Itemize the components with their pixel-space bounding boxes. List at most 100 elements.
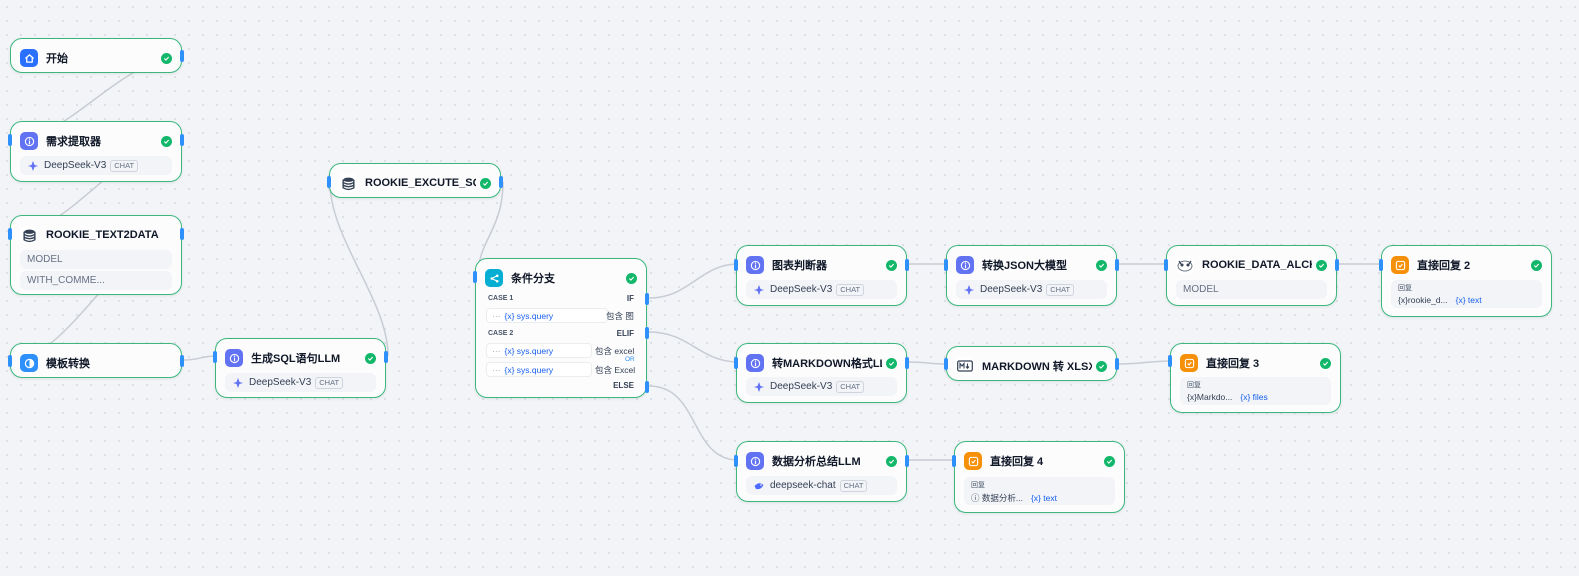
reply-var-field: {x} files — [1240, 392, 1268, 402]
input-handle[interactable] — [213, 351, 217, 363]
node-branch[interactable]: 条件分支 CASE 1 IF ···{x} sys.query 包含 图 CAS… — [473, 258, 649, 398]
case1-condition[interactable]: ···{x} sys.query — [486, 308, 608, 323]
case2-label: CASE 2 — [488, 330, 514, 337]
success-check-icon — [480, 177, 491, 189]
llm-info-icon — [225, 349, 243, 367]
case2-join-or[interactable]: OR — [625, 356, 635, 363]
output-handle[interactable] — [905, 259, 909, 271]
model-mode-badge: CHAT — [1046, 283, 1075, 296]
node-gensql[interactable]: 生成SQL语句LLM DeepSeek-V3 CHAT — [213, 338, 388, 398]
else-output-handle[interactable] — [645, 381, 649, 393]
node-title: 直接回复 4 — [990, 456, 1044, 468]
input-handle[interactable] — [8, 228, 12, 240]
node-tomd[interactable]: 转MARKDOWN格式LLM DeepSeek-V3 CHAT — [734, 343, 909, 403]
node-title: ROOKIE_EXCUTE_SQL — [365, 177, 476, 189]
node-summary[interactable]: 数据分析总结LLM deepseek-chat CHAT — [734, 441, 909, 502]
reply-var-field: {x} text — [1030, 493, 1057, 503]
llm-info-icon — [746, 452, 764, 470]
branch-icon — [485, 269, 503, 287]
model-name: DeepSeek-V3 — [249, 377, 312, 388]
node-title: 数据分析总结LLM — [772, 456, 861, 468]
model-name: DeepSeek-V3 — [44, 160, 107, 171]
input-handle[interactable] — [952, 455, 956, 467]
deepseek-model-icon — [964, 284, 974, 295]
node-template[interactable]: 模板转换 — [8, 343, 184, 378]
node-title: MARKDOWN 转 XLSX 文件 — [982, 361, 1092, 373]
success-check-icon — [1316, 259, 1327, 271]
model-selector[interactable]: deepseek-chat CHAT — [746, 476, 897, 495]
node-alchemy[interactable]: ROOKIE_DATA_ALCHEMY MODEL — [1164, 245, 1339, 306]
reply-icon — [1391, 256, 1409, 274]
output-handle[interactable] — [1335, 259, 1339, 271]
reply-var-field: {x} text — [1455, 295, 1482, 305]
model-mode-badge: CHAT — [315, 376, 344, 389]
alchemy-icon — [1176, 256, 1194, 274]
node-title: 图表判断器 — [772, 260, 827, 272]
model-selector[interactable]: DeepSeek-V3 CHAT — [225, 373, 376, 392]
output-handle[interactable] — [905, 357, 909, 369]
success-check-icon — [886, 455, 897, 467]
success-check-icon — [626, 272, 637, 284]
reply-icon — [1180, 354, 1198, 372]
input-handle[interactable] — [734, 259, 738, 271]
model-mode-badge: CHAT — [836, 380, 865, 393]
model-selector[interactable]: DeepSeek-V3 CHAT — [956, 280, 1107, 299]
input-handle[interactable] — [734, 357, 738, 369]
node-tojson[interactable]: 转换JSON大模型 DeepSeek-V3 CHAT — [944, 245, 1119, 306]
output-handle[interactable] — [1115, 259, 1119, 271]
deepseek-model-icon — [233, 377, 243, 388]
node-reply4[interactable]: 直接回复 4 回复 ⓘ 数据分析... {x} text — [952, 441, 1125, 513]
node-title: 需求提取器 — [46, 136, 101, 148]
input-handle[interactable] — [734, 455, 738, 467]
case2-condition-1[interactable]: ···{x} sys.query — [486, 343, 592, 358]
output-handle[interactable] — [180, 228, 184, 240]
model-name: DeepSeek-V3 — [770, 381, 833, 392]
node-text2data[interactable]: ROOKIE_TEXT2DATA MODEL WITH_COMME... — [8, 215, 184, 295]
llm-info-icon — [746, 354, 764, 372]
input-handle[interactable] — [8, 134, 12, 146]
param-model: MODEL — [1176, 280, 1327, 299]
input-handle[interactable] — [944, 259, 948, 271]
success-check-icon — [1096, 360, 1107, 372]
output-handle[interactable] — [180, 355, 184, 367]
case2-keyword: ELIF — [616, 329, 634, 338]
edge-gensql-execsql — [329, 181, 389, 357]
output-handle[interactable] — [499, 176, 503, 188]
node-reply3[interactable]: 直接回复 3 回复 {x}Markdo... {x} files — [1168, 343, 1341, 413]
model-selector[interactable]: DeepSeek-V3 CHAT — [746, 280, 897, 299]
input-handle[interactable] — [473, 271, 477, 283]
case2-operator-2: 包含 Excel — [595, 365, 636, 375]
case1-operator: 包含 图 — [606, 311, 634, 321]
output-handle[interactable] — [384, 351, 388, 363]
input-handle[interactable] — [1164, 259, 1168, 271]
reply-var-source: {x}Markdo... — [1187, 392, 1233, 402]
output-handle[interactable] — [180, 50, 184, 62]
model-mode-badge: CHAT — [836, 283, 865, 296]
case2-condition-2[interactable]: ···{x} sys.query — [486, 362, 592, 377]
node-title: 生成SQL语句LLM — [251, 353, 341, 365]
reply-var-source: {x}rookie_d... — [1398, 295, 1448, 305]
input-handle[interactable] — [1168, 355, 1172, 367]
input-handle[interactable] — [944, 358, 948, 370]
model-selector[interactable]: DeepSeek-V3 CHAT — [20, 156, 172, 175]
edge-tomd-mdxlsx — [908, 361, 948, 365]
node-chartjudge[interactable]: 图表判断器 DeepSeek-V3 CHAT — [734, 245, 909, 306]
model-selector[interactable]: DeepSeek-V3 CHAT — [746, 377, 897, 396]
llm-info-icon — [956, 256, 974, 274]
success-check-icon — [1096, 259, 1107, 271]
reply-label: 回复 — [971, 482, 985, 489]
node-execsql[interactable]: ROOKIE_EXCUTE_SQL — [327, 163, 503, 198]
node-reply2[interactable]: 直接回复 2 回复 {x}rookie_d... {x} text — [1379, 245, 1552, 317]
if-output-handle[interactable] — [645, 293, 649, 305]
output-handle[interactable] — [1115, 358, 1119, 370]
node-mdxlsx[interactable]: MARKDOWN 转 XLSX 文件 — [944, 346, 1119, 381]
input-handle[interactable] — [1379, 259, 1383, 271]
output-handle[interactable] — [905, 455, 909, 467]
output-handle[interactable] — [180, 134, 184, 146]
case1-label: CASE 1 — [488, 295, 514, 302]
input-handle[interactable] — [327, 176, 331, 188]
elif-output-handle[interactable] — [645, 327, 649, 339]
node-start[interactable]: 开始 — [10, 38, 184, 73]
node-extractor[interactable]: 需求提取器 DeepSeek-V3 CHAT — [8, 121, 184, 182]
input-handle[interactable] — [8, 355, 12, 367]
